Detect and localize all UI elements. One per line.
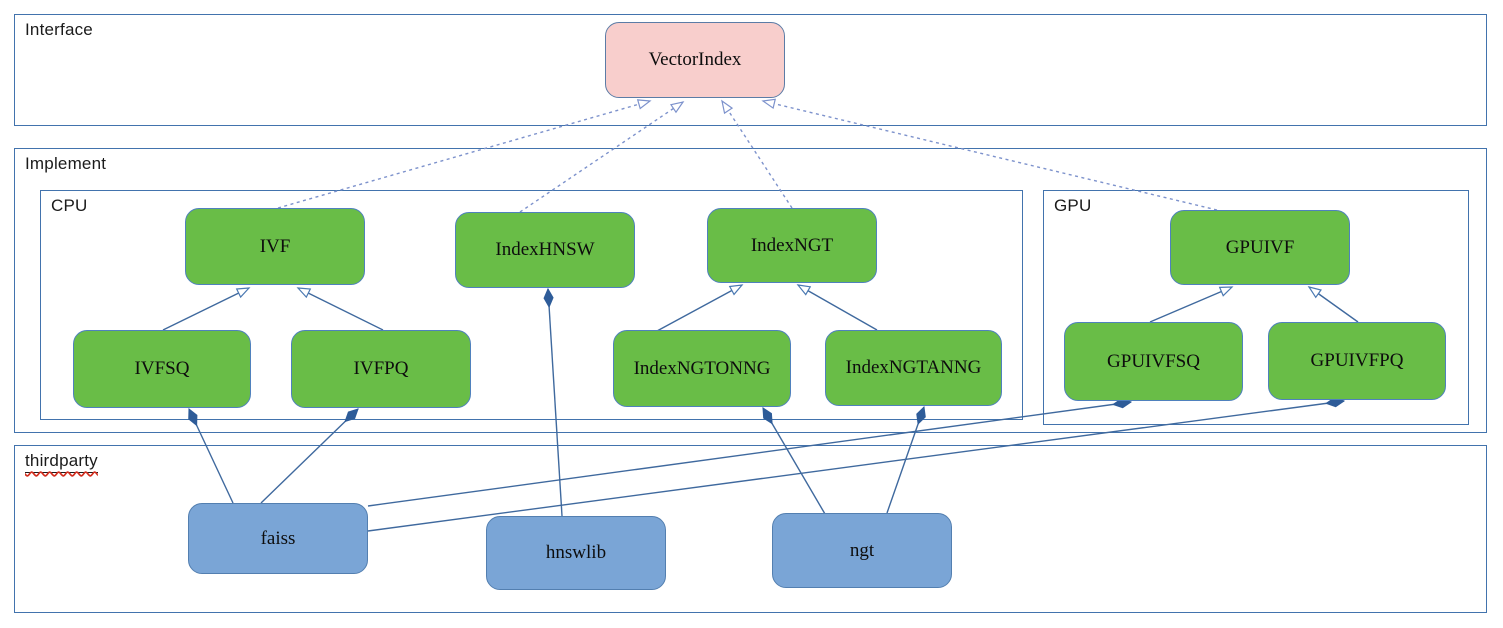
node-vectorindex[interactable]: VectorIndex: [605, 22, 785, 98]
edge-faiss-ivfpq[interactable]: [260, 408, 359, 504]
node-indexngt[interactable]: IndexNGT: [707, 208, 877, 283]
node-ivf[interactable]: IVF: [185, 208, 365, 285]
container-cpu[interactable]: CPU: [40, 190, 1023, 420]
container-interface-label: Interface: [25, 20, 93, 39]
node-indexngtanng-label: IndexNGTANNG: [845, 357, 982, 378]
node-indexngtonng[interactable]: IndexNGTONNG: [613, 330, 791, 407]
node-ngt-label: ngt: [849, 539, 875, 561]
edge-indexngtonng-indexngt[interactable]: [656, 284, 744, 332]
node-vectorindex-label: VectorIndex: [648, 49, 742, 70]
node-indexngtanng[interactable]: IndexNGTANNG: [825, 330, 1002, 406]
node-indexngt-label: IndexNGT: [750, 234, 834, 256]
node-hnswlib[interactable]: hnswlib: [486, 516, 666, 590]
edge-gpuivf-vectorindex[interactable]: [761, 98, 1218, 211]
node-ivfpq-label: IVFPQ: [353, 358, 409, 379]
container-cpu-label: CPU: [51, 196, 88, 215]
node-indexhnsw[interactable]: IndexHNSW: [455, 212, 635, 288]
node-ivfpq[interactable]: IVFPQ: [291, 330, 471, 408]
node-faiss-label: faiss: [260, 527, 296, 549]
edge-faiss-gpuivfpq[interactable]: [367, 397, 1346, 532]
node-ngt[interactable]: ngt: [772, 513, 952, 588]
edge-faiss-gpuivfsq[interactable]: [367, 398, 1133, 507]
edge-ivf-vectorindex[interactable]: [277, 99, 652, 209]
node-ivfsq[interactable]: IVFSQ: [73, 330, 251, 408]
edge-ngt-indexngtonng[interactable]: [762, 407, 826, 515]
node-indexngtonng-label: IndexNGTONNG: [633, 357, 771, 379]
node-gpuivfsq-label: GPUIVFSQ: [1107, 350, 1200, 372]
edge-indexngtanng-indexngt[interactable]: [796, 284, 878, 331]
node-gpuivf-label: GPUIVF: [1225, 236, 1295, 258]
container-implement[interactable]: Implement: [14, 148, 1487, 433]
edge-ngt-indexngtanng[interactable]: [886, 405, 926, 514]
node-ivfsq-label: IVFSQ: [134, 358, 190, 379]
container-gpu-label: GPU: [1054, 196, 1092, 215]
container-interface[interactable]: Interface: [14, 14, 1487, 126]
node-hnswlib-label: hnswlib: [545, 542, 607, 563]
edge-ivfsq-ivf[interactable]: [162, 287, 251, 331]
edge-gpuivfpq-gpuivf[interactable]: [1307, 286, 1359, 323]
node-faiss[interactable]: faiss: [188, 503, 368, 574]
container-gpu[interactable]: GPU: [1043, 190, 1469, 425]
edge-ivfpq-ivf[interactable]: [296, 287, 384, 331]
node-gpuivf[interactable]: GPUIVF: [1170, 210, 1350, 285]
node-ivf-label: IVF: [259, 235, 291, 257]
container-thirdparty[interactable]: thirdparty: [14, 445, 1487, 613]
container-implement-label: Implement: [25, 154, 107, 173]
container-thirdparty-label: thirdparty: [25, 451, 98, 473]
edge-gpuivfsq-gpuivf[interactable]: [1149, 286, 1234, 323]
node-gpuivfpq[interactable]: GPUIVFPQ: [1268, 322, 1446, 400]
edge-faiss-ivfsq[interactable]: [188, 407, 234, 504]
edge-indexngt-vectorindex[interactable]: [721, 99, 793, 209]
edge-indexhnsw-vectorindex[interactable]: [519, 101, 685, 213]
edge-hnswlib-indexhnsw[interactable]: [543, 287, 563, 517]
node-indexhnsw-label: IndexHNSW: [495, 239, 595, 260]
node-gpuivfsq[interactable]: GPUIVFSQ: [1064, 322, 1243, 401]
node-gpuivfpq-label: GPUIVFPQ: [1310, 350, 1404, 371]
